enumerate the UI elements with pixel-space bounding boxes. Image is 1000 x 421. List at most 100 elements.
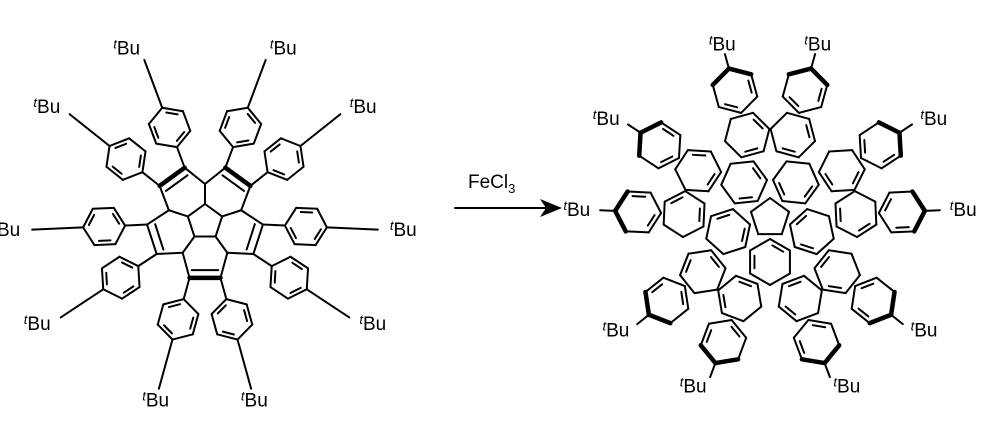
ring-bond: [210, 298, 228, 316]
rim-bond: [146, 223, 158, 255]
double-bond: [153, 126, 160, 139]
tbu-label: tBu: [33, 95, 60, 118]
double-bond: [680, 290, 685, 306]
ring-bond: [749, 238, 771, 252]
tbu-label: tBu: [680, 374, 707, 397]
double-bond: [114, 142, 128, 149]
ring-bond: [698, 343, 718, 366]
double-bond: [105, 271, 108, 286]
ring-bond: [683, 285, 690, 310]
ring-bond: [684, 190, 706, 205]
ring-bond: [662, 223, 685, 239]
ring-bond: [118, 255, 140, 268]
double-bond: [122, 285, 135, 294]
ring-bond: [756, 282, 763, 308]
ring-bond: [769, 111, 788, 130]
ring-bond: [286, 165, 305, 181]
ring-bond: [781, 95, 800, 114]
ring-bond: [777, 305, 798, 323]
ring-bond: [316, 207, 328, 229]
ring-bond: [677, 134, 682, 160]
aryl-link: [175, 146, 186, 169]
rim-bond: [204, 166, 227, 185]
ring-bond: [781, 274, 806, 285]
ring-bond: [795, 312, 820, 323]
aryl-link: [124, 223, 149, 227]
ring-bond: [91, 206, 115, 210]
ring-bond: [662, 200, 666, 226]
double-bond: [798, 340, 806, 354]
tbu-link: [723, 53, 730, 70]
ring-bond: [626, 190, 652, 194]
ring-bond: [844, 274, 861, 295]
ring-bond: [112, 206, 127, 227]
core-bond: [186, 215, 196, 238]
double-bond: [795, 214, 808, 226]
tbu-label: tBu: [950, 198, 977, 221]
ring-bond: [850, 307, 871, 325]
ring-bond: [657, 157, 680, 170]
ring-bond: [705, 237, 725, 256]
aryl-link: [261, 223, 286, 227]
double-bond: [662, 127, 675, 137]
ring-bond: [707, 171, 723, 193]
ring-bond: [781, 73, 790, 98]
double-bond: [646, 214, 656, 227]
tbu-link: [599, 209, 617, 212]
ring-bond: [912, 208, 928, 234]
double-bond: [299, 211, 314, 214]
double-bond: [788, 96, 800, 108]
ring-bond: [792, 319, 810, 339]
tbu-link: [890, 313, 904, 326]
ring-bond: [740, 150, 765, 159]
ring-bond: [835, 225, 858, 239]
ring-bond: [612, 208, 628, 234]
ring-bond: [788, 223, 796, 248]
core-bond: [167, 209, 189, 218]
double-bond: [97, 239, 112, 242]
double-bond: [882, 153, 896, 163]
tbu-link: [898, 123, 913, 134]
ring-bond: [749, 272, 771, 286]
ring-bond: [636, 130, 643, 158]
ring-bond: [813, 249, 830, 270]
double-bond: [651, 283, 664, 294]
ring-bond: [804, 183, 820, 205]
ring-bond: [888, 190, 914, 194]
core-bond: [214, 215, 224, 238]
ring-bond: [786, 66, 814, 77]
tbu-label: tBu: [24, 312, 51, 335]
ring-bond: [191, 313, 200, 336]
ring-bond: [762, 127, 771, 153]
ring-bond: [295, 206, 319, 210]
aryl-link: [219, 276, 228, 301]
double-bond: [685, 259, 692, 273]
ring-bond: [663, 190, 687, 203]
core-bond: [769, 197, 791, 213]
core-bond: [181, 235, 196, 254]
tbu-link: [236, 338, 253, 390]
double-bond: [269, 143, 281, 153]
ring-bond: [699, 322, 710, 347]
ring-bond: [717, 274, 737, 292]
double-bond: [246, 112, 257, 124]
ring-bond: [793, 245, 818, 256]
ring-bond: [808, 117, 816, 143]
ring-bond: [830, 188, 856, 193]
aryl-link: [252, 252, 273, 268]
double-bond: [706, 172, 716, 186]
ring-bond: [141, 150, 147, 174]
ring-bond: [686, 149, 712, 153]
ring-bond: [877, 191, 891, 215]
double-bond: [744, 147, 759, 153]
ring-bond: [717, 106, 743, 114]
tbu-link: [246, 58, 267, 109]
double-bond: [221, 174, 246, 192]
ring-bond: [851, 149, 866, 171]
aryl-link: [141, 171, 161, 187]
ring-bond: [210, 313, 219, 336]
ring-bond: [730, 319, 748, 339]
ring-bond: [731, 208, 752, 226]
double-bond: [175, 131, 186, 142]
tbu-label: tBu: [241, 388, 268, 411]
